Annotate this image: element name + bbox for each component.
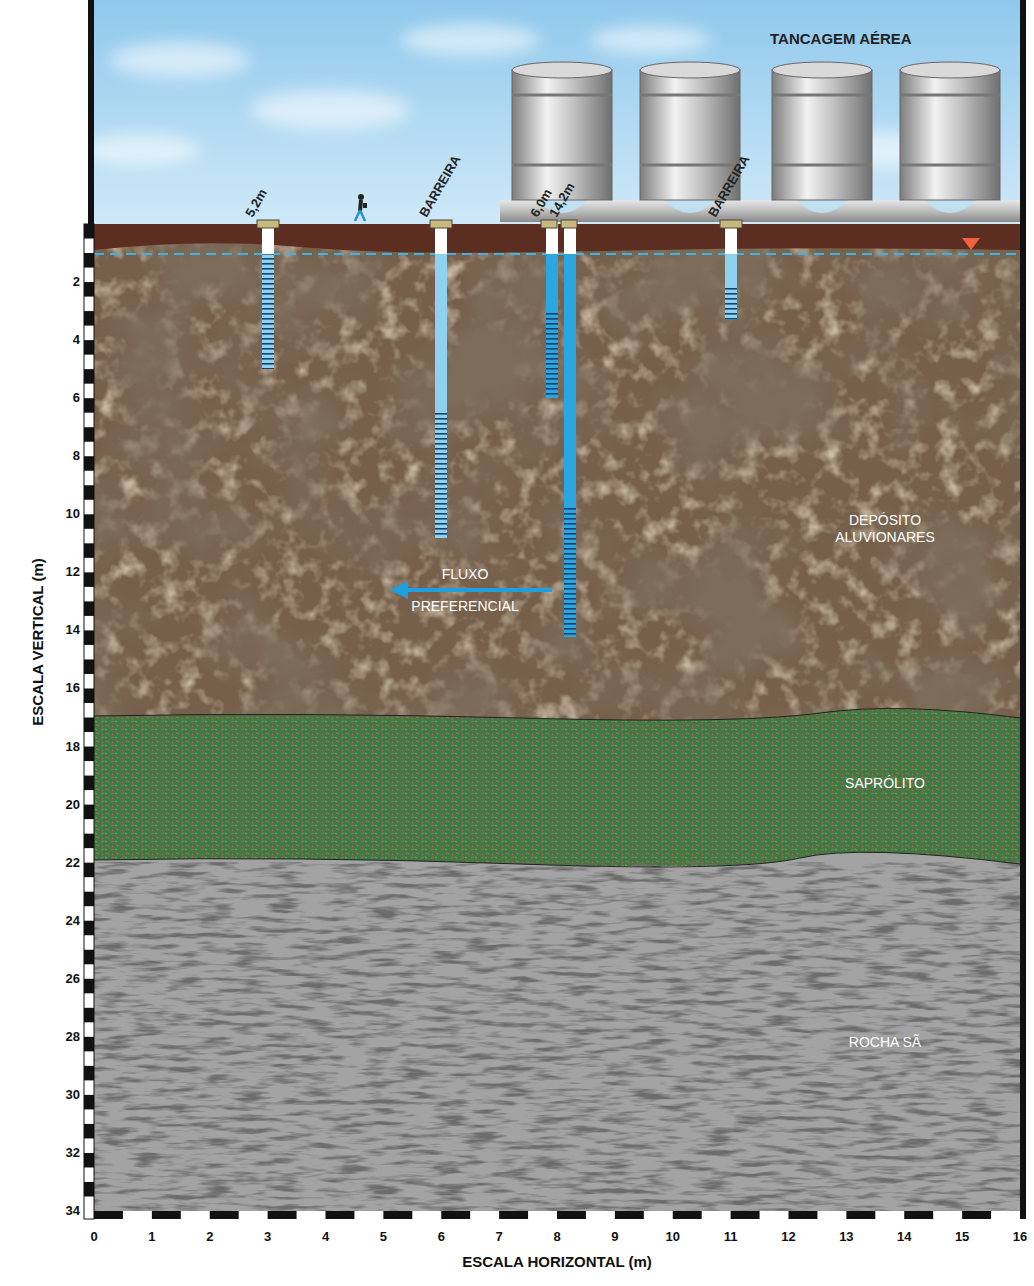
scale-bar xyxy=(731,1211,760,1219)
geologic-layer: SAPRÓLITO xyxy=(94,720,1020,858)
scale-bar xyxy=(84,979,94,994)
axis-tick: 2 xyxy=(73,274,80,290)
layer-name: DEPÓSITO ALUVIONARES xyxy=(825,512,945,546)
axis-tick: 6 xyxy=(73,390,80,406)
axis-tick: 6 xyxy=(438,1229,445,1245)
axis-title: ESCALA VERTICAL (m) xyxy=(29,558,47,726)
axis-title: ESCALA HORIZONTAL (m) xyxy=(462,1253,652,1271)
axis-tick: 4 xyxy=(73,332,80,348)
scale-bar xyxy=(615,1211,644,1219)
axis-tick: 12 xyxy=(66,564,80,580)
scale-bar xyxy=(84,630,94,645)
axis-tick: 16 xyxy=(1013,1229,1027,1245)
axis-tick: 0 xyxy=(90,1229,97,1245)
flow-label: FLUXO PREFERENCIAL xyxy=(410,558,520,622)
axis-tick: 13 xyxy=(839,1229,853,1245)
scale-bar xyxy=(441,1211,470,1219)
scale-bar xyxy=(499,1211,528,1219)
axis-tick: 26 xyxy=(66,971,80,987)
scale-bar xyxy=(84,1066,94,1081)
scale-bar xyxy=(84,1153,94,1168)
scale-bar xyxy=(84,224,94,1219)
scale-bar xyxy=(84,601,94,616)
scale-bar xyxy=(904,1211,933,1219)
scale-bar xyxy=(84,776,94,791)
axis-tick: 8 xyxy=(73,448,80,464)
scale-bar xyxy=(84,1124,94,1139)
scale-bar xyxy=(84,253,94,268)
scale-bar xyxy=(84,1095,94,1110)
scale-bar xyxy=(383,1211,412,1219)
axis-tick: 15 xyxy=(955,1229,969,1245)
geologic-layer: DEPÓSITO ALUVIONARES xyxy=(94,252,1020,714)
scale-bar xyxy=(84,485,94,500)
layer-name: ROCHA SÃ xyxy=(825,1034,945,1051)
scale-bar xyxy=(84,514,94,529)
scale-bar xyxy=(84,340,94,355)
title-label: TANCAGEM AÉREA xyxy=(770,30,912,48)
scale-bar xyxy=(84,863,94,878)
scale-bar xyxy=(84,543,94,558)
geologic-layer: ROCHA SÃ xyxy=(94,866,1020,1208)
axis-tick: 5 xyxy=(380,1229,387,1245)
axis-tick: 10 xyxy=(666,1229,680,1245)
axis-tick: 24 xyxy=(66,913,80,929)
scale-bar xyxy=(84,892,94,907)
axis-tick: 8 xyxy=(553,1229,560,1245)
scale-bar xyxy=(84,747,94,762)
scale-bar xyxy=(84,950,94,965)
scale-bar xyxy=(210,1211,239,1219)
axis-tick: 9 xyxy=(611,1229,618,1245)
scale-bar xyxy=(84,659,94,674)
scale-bar xyxy=(84,834,94,849)
scale-bar xyxy=(84,805,94,820)
scale-bar xyxy=(84,282,94,297)
scale-bar xyxy=(557,1211,586,1219)
axis-tick: 14 xyxy=(897,1229,911,1245)
axis-tick: 20 xyxy=(66,797,80,813)
scale-bar xyxy=(84,1182,94,1197)
scale-bar xyxy=(152,1211,181,1219)
scale-bar xyxy=(789,1211,818,1219)
scale-bar xyxy=(94,1211,123,1219)
axis-tick: 32 xyxy=(66,1145,80,1161)
scale-bar xyxy=(84,224,94,1219)
scale-bar xyxy=(84,688,94,703)
axis-tick: 10 xyxy=(66,506,80,522)
scale-bar xyxy=(84,718,94,733)
scale-bar xyxy=(84,398,94,413)
scale-bar xyxy=(84,572,94,587)
scale-bar xyxy=(84,224,94,239)
scale-bar xyxy=(84,1037,94,1052)
scale-bar xyxy=(84,1008,94,1023)
axis-tick: 4 xyxy=(322,1229,329,1245)
axis-tick: 2 xyxy=(206,1229,213,1245)
scale-bar xyxy=(962,1211,991,1219)
axis-tick: 22 xyxy=(66,855,80,871)
axis-tick: 11 xyxy=(724,1229,738,1245)
axis-tick: 34 xyxy=(66,1203,80,1219)
axis-tick: 7 xyxy=(496,1229,503,1245)
scale-bar xyxy=(84,311,94,326)
scale-bar xyxy=(84,369,94,384)
axis-tick: 1 xyxy=(148,1229,155,1245)
scale-bar xyxy=(84,427,94,442)
layer-name: SAPRÓLITO xyxy=(825,775,945,792)
scale-bar xyxy=(326,1211,355,1219)
axis-tick: 30 xyxy=(66,1087,80,1103)
scale-bar xyxy=(846,1211,875,1219)
axis-tick: 16 xyxy=(66,680,80,696)
scale-bar xyxy=(84,921,94,936)
scale-bar xyxy=(268,1211,297,1219)
axis-tick: 3 xyxy=(264,1229,271,1245)
axis-tick: 14 xyxy=(66,622,80,638)
axis-tick: 12 xyxy=(781,1229,795,1245)
scale-bar xyxy=(84,1211,1020,1219)
axis-tick: 18 xyxy=(66,739,80,755)
axis-tick: 28 xyxy=(66,1029,80,1045)
scale-bar xyxy=(673,1211,702,1219)
scale-bar xyxy=(84,456,94,471)
